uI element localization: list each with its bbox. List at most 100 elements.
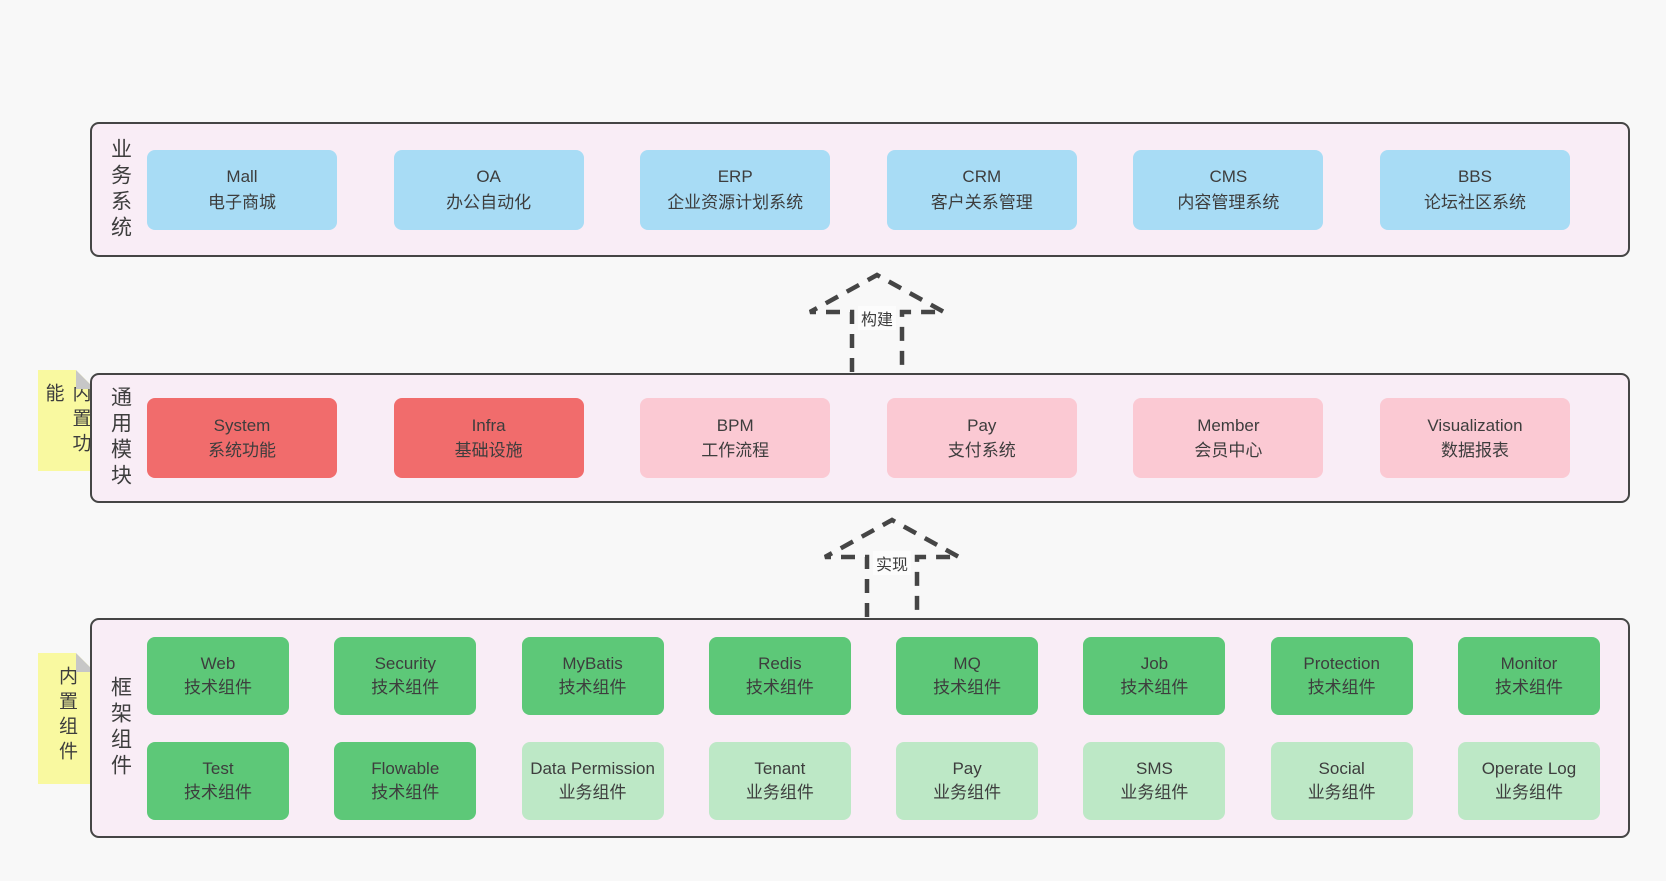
box-name: SMS [1135, 759, 1173, 779]
box-name: Web [200, 654, 236, 674]
arrow-label: 实现 [872, 551, 912, 575]
box-system: System 系统功能 [147, 398, 337, 478]
box-flowable: Flowable 技术组件 [334, 741, 477, 820]
box-name: Redis [758, 654, 802, 674]
box-subtitle: 技术组件 [184, 677, 252, 697]
box-name: Protection [1303, 654, 1380, 674]
box-bbs: BBS 论坛社区系统 [1379, 149, 1570, 230]
box-name: MQ [953, 654, 981, 674]
layer-rows: Mall 电子商城 OA 办公自动化 ERP 企业资源计划系统 CRM 客户关系管理 CMS 内容… [147, 124, 1628, 255]
box-subtitle: 技术组件 [371, 677, 440, 697]
box-member: Member 会员中心 [1133, 398, 1324, 478]
box-subtitle: 支付系统 [947, 441, 1016, 460]
box-name: Security [374, 654, 436, 674]
box-subtitle: 技术组件 [933, 677, 1002, 697]
box-name: CMS [1209, 167, 1248, 186]
box-cms: CMS 内容管理系统 [1133, 149, 1324, 230]
box-security: Security 技术组件 [334, 636, 477, 715]
box-subtitle: 会员中心 [1194, 441, 1263, 460]
sticky-note-built-in-components: 内置组件 [38, 653, 95, 784]
module-row: Mall 电子商城 OA 办公自动化 ERP 企业资源计划系统 CRM 客户关系管理 CMS 内容… [147, 149, 1570, 230]
layer-title: 框架组件 [108, 676, 132, 780]
box-mq: MQ 技术组件 [896, 636, 1039, 715]
box-subtitle: 业务组件 [1307, 782, 1376, 802]
box-crm: CRM 客户关系管理 [886, 149, 1077, 230]
arrow-label: 构建 [857, 306, 897, 330]
box-subtitle: 业务组件 [745, 782, 814, 802]
module-row: System 系统功能 Infra 基础设施 BPM 工作流程 Pay 支付系统 Member 会… [147, 398, 1570, 478]
box-protection: Protection 技术组件 [1270, 636, 1413, 715]
box-web: Web 技术组件 [147, 636, 289, 715]
box-name: BBS [1457, 167, 1492, 186]
box-name: ERP [717, 167, 753, 186]
box-subtitle: 论坛社区系统 [1423, 192, 1526, 212]
box-name: Test [202, 759, 234, 779]
box-name: Tenant [754, 759, 806, 779]
box-subtitle: 业务组件 [1120, 782, 1189, 802]
box-subtitle: 技术组件 [1307, 677, 1376, 697]
layer-rows: System 系统功能 Infra 基础设施 BPM 工作流程 Pay 支付系统 Member 会… [147, 375, 1628, 501]
box-mybatis: MyBatis 技术组件 [521, 636, 664, 715]
box-name: Data Permission [530, 759, 655, 779]
box-subtitle: 数据报表 [1440, 441, 1509, 460]
box-operate-log: Operate Log 业务组件 [1457, 741, 1600, 820]
box-mall: Mall 电子商城 [147, 149, 337, 230]
layer-title: 通用模块 [108, 386, 132, 490]
box-social: Social 业务组件 [1270, 741, 1413, 820]
box-bpm: BPM 工作流程 [640, 398, 831, 478]
box-name: Pay [952, 759, 982, 779]
box-tenant: Tenant 业务组件 [708, 741, 851, 820]
box-subtitle: 办公自动化 [446, 192, 532, 212]
box-subtitle: 技术组件 [1120, 677, 1189, 697]
box-name: OA [476, 167, 501, 186]
box-oa: OA 办公自动化 [393, 149, 584, 230]
box-name: MyBatis [562, 654, 623, 674]
box-subtitle: 技术组件 [184, 782, 252, 802]
box-name: CRM [962, 167, 1002, 186]
box-subtitle: 技术组件 [558, 677, 627, 697]
box-subtitle: 客户关系管理 [930, 192, 1033, 212]
box-name: Operate Log [1481, 759, 1577, 779]
box-name: Monitor [1500, 654, 1558, 674]
layer-business-systems: 业务系统 Mall 电子商城 OA 办公自动化 ERP 企业资源计划系统 CRM 客户关系管理… [90, 122, 1630, 257]
box-infra: Infra 基础设施 [393, 398, 584, 478]
box-subtitle: 技术组件 [745, 677, 814, 697]
box-subtitle: 企业资源计划系统 [667, 192, 804, 212]
box-subtitle: 系统功能 [208, 441, 276, 460]
box-name: Pay [967, 415, 997, 435]
arrow-implement: 实现 [822, 517, 962, 618]
box-redis: Redis 技术组件 [708, 636, 851, 715]
box-pay: Pay 业务组件 [896, 741, 1039, 820]
box-name: BPM [716, 415, 754, 435]
box-name: System [213, 415, 271, 435]
box-name: Member [1197, 415, 1260, 435]
box-name: Infra [471, 415, 506, 435]
box-subtitle: 内容管理系统 [1177, 192, 1280, 212]
sticky-note-label: 内置功能 [42, 383, 91, 458]
layer-common-modules: 通用模块 System 系统功能 Infra 基础设施 BPM 工作流程 Pay 支付系统 Me… [90, 373, 1630, 503]
box-subtitle: 技术组件 [371, 782, 440, 802]
sticky-note-label: 内置组件 [56, 666, 77, 766]
up-arrow-icon [823, 517, 961, 617]
box-name: Social [1318, 759, 1365, 779]
arrow-build: 构建 [807, 272, 947, 373]
layer-title: 业务系统 [108, 137, 132, 242]
sticky-note-built-in-features: 内置功能 [38, 370, 95, 471]
box-subtitle: 工作流程 [701, 441, 770, 460]
box-subtitle: 业务组件 [933, 782, 1002, 802]
up-arrow-icon [808, 272, 946, 372]
box-subtitle: 基础设施 [454, 441, 523, 460]
box-subtitle: 业务组件 [1494, 782, 1563, 802]
box-name: Flowable [371, 759, 440, 779]
box-erp: ERP 企业资源计划系统 [640, 149, 831, 230]
box-sms: SMS 业务组件 [1083, 741, 1226, 820]
box-name: Mall [226, 167, 258, 186]
box-subtitle: 电子商城 [208, 192, 276, 212]
box-pay: Pay 支付系统 [886, 398, 1077, 478]
